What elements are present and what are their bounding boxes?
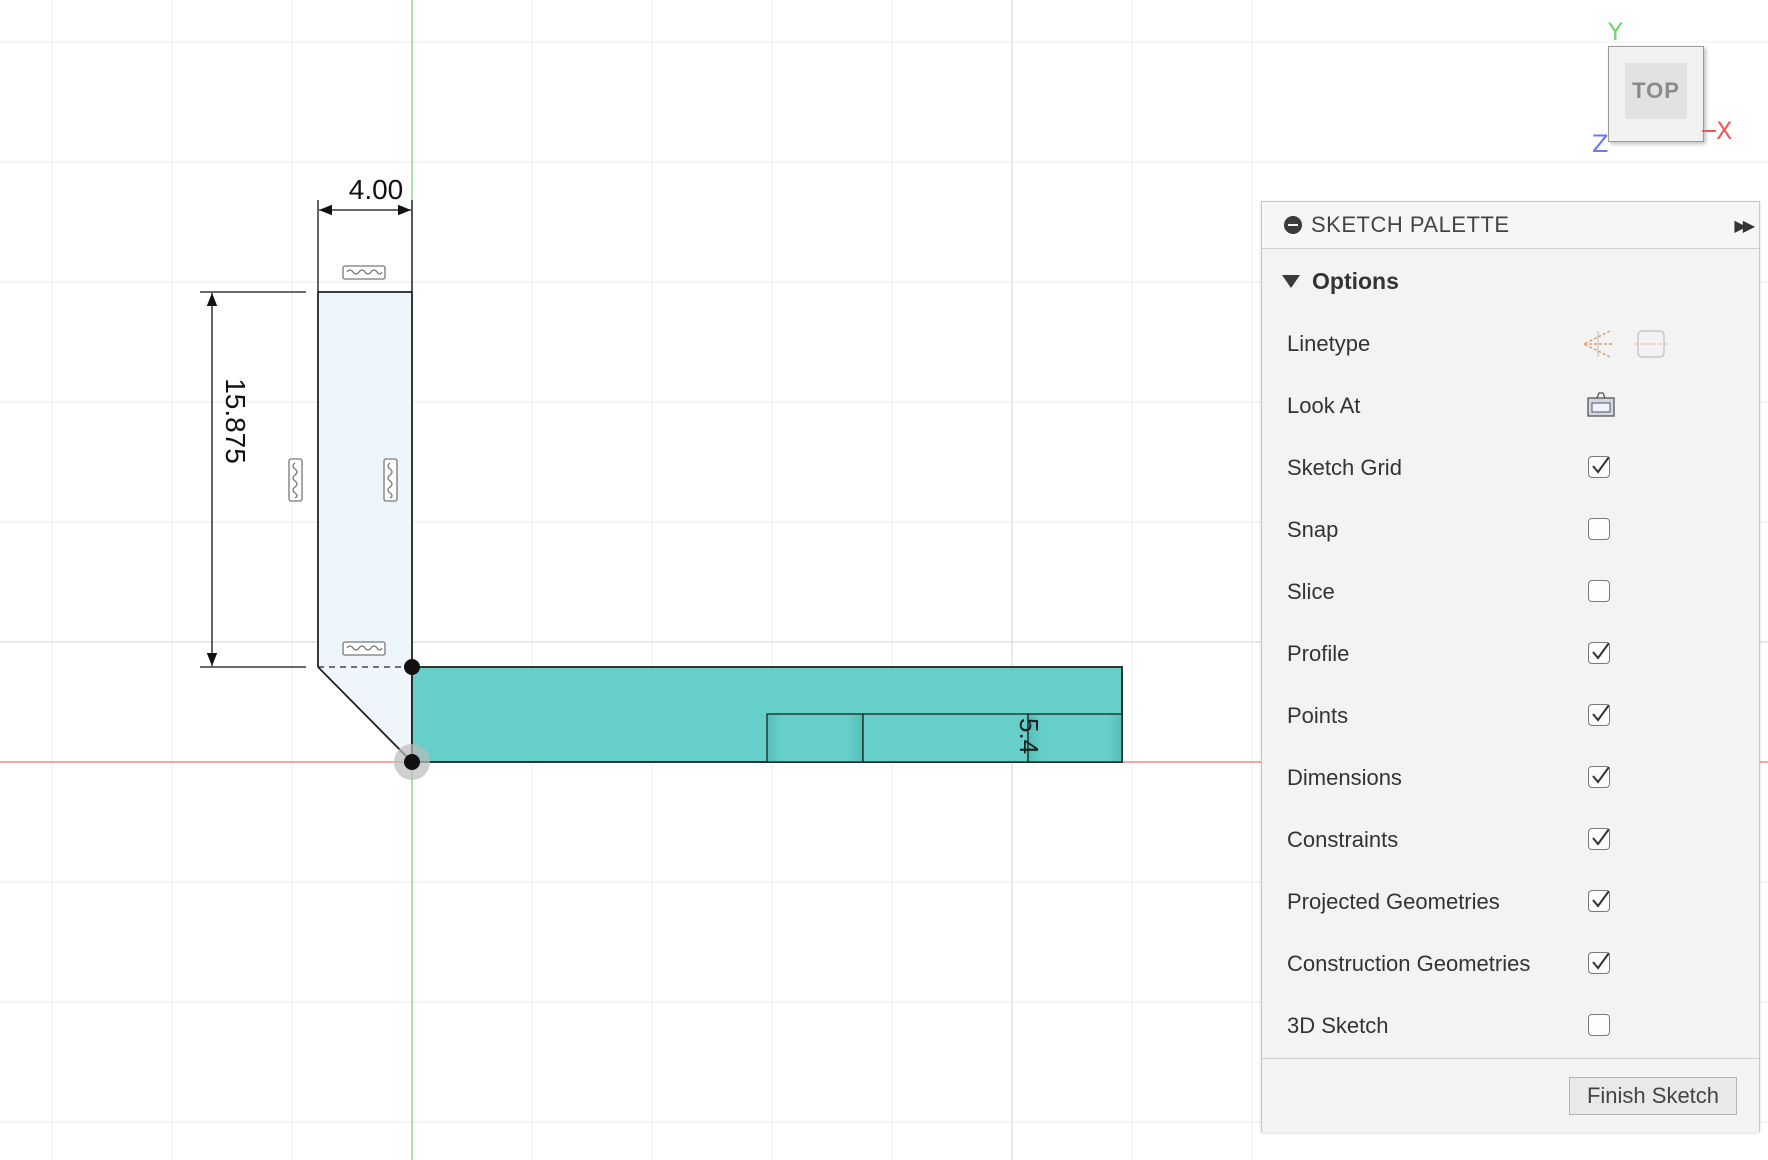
palette-row-profile: Profile — [1262, 623, 1759, 685]
axis-x-label: X — [1716, 117, 1733, 145]
row-label: Snap — [1287, 517, 1339, 542]
palette-row-linetype: Linetype — [1262, 313, 1759, 375]
axis-y-label: Y — [1608, 18, 1623, 46]
palette-row-sketch-grid: Sketch Grid — [1262, 437, 1759, 499]
view-cube-face[interactable]: TOP — [1608, 46, 1704, 142]
row-label: Construction Geometries — [1287, 951, 1531, 976]
palette-row-slice: Slice — [1262, 561, 1759, 623]
palette-row-projected-geometries: Projected Geometries — [1262, 871, 1759, 933]
points-checkbox[interactable] — [1588, 704, 1610, 726]
row-label: 3D Sketch — [1287, 1013, 1389, 1038]
dimension-width-value[interactable]: 4.00 — [349, 174, 404, 205]
vertical-profile — [318, 292, 412, 762]
horizontal-constraint-icon — [342, 641, 386, 656]
palette-row-dimensions: Dimensions — [1262, 747, 1759, 809]
3d-sketch-checkbox[interactable] — [1588, 1014, 1610, 1036]
view-cube-top-label[interactable]: TOP — [1625, 63, 1687, 119]
row-label: Look At — [1287, 393, 1361, 418]
options-section-title: Options — [1312, 267, 1399, 294]
sketch-palette: SKETCH PALETTE ▶▶ Options Linetype Look … — [1261, 201, 1760, 1132]
row-label: Points — [1287, 703, 1349, 728]
palette-row-constraints: Constraints — [1262, 809, 1759, 871]
construction-geometries-checkbox[interactable] — [1588, 952, 1610, 974]
palette-title: SKETCH PALETTE — [1311, 212, 1510, 237]
construction-linetype-icon[interactable] — [1580, 327, 1612, 359]
triangle-down-icon — [1282, 274, 1300, 288]
sketch-grid-checkbox[interactable] — [1588, 456, 1610, 478]
palette-row-points: Points — [1262, 685, 1759, 747]
row-label: Sketch Grid — [1287, 455, 1402, 480]
palette-header: SKETCH PALETTE ▶▶ — [1262, 202, 1759, 249]
vertical-constraint-icon — [383, 458, 398, 502]
row-label: Dimensions — [1287, 765, 1402, 790]
palette-row-3d-sketch: 3D Sketch — [1262, 995, 1759, 1057]
vertical-constraint-icon — [288, 458, 303, 502]
dimension-height[interactable] — [200, 291, 306, 668]
palette-row-construction-geometries: Construction Geometries — [1262, 933, 1759, 995]
row-label: Profile — [1287, 641, 1350, 666]
sketch-point-corner[interactable] — [404, 659, 420, 675]
dimension-height-value[interactable]: 15.875 — [220, 378, 251, 464]
profile-checkbox[interactable] — [1588, 642, 1610, 664]
row-label: Projected Geometries — [1287, 889, 1500, 914]
projected-geometries-checkbox[interactable] — [1588, 890, 1610, 912]
palette-row-look-at: Look At — [1262, 375, 1759, 437]
palette-row-snap: Snap — [1262, 499, 1759, 561]
row-label: Linetype — [1287, 331, 1371, 356]
dimensions-checkbox[interactable] — [1588, 766, 1610, 788]
axis-x-tick — [1702, 130, 1716, 132]
row-label: Slice — [1287, 579, 1335, 604]
row-label: Constraints — [1287, 827, 1399, 852]
palette-footer: Finish Sketch — [1262, 1058, 1759, 1132]
centerline-linetype-icon[interactable] — [1634, 327, 1668, 359]
dimension-partial[interactable]: 5.4 — [1014, 718, 1044, 754]
view-cube[interactable]: Y TOP X Z — [1590, 18, 1740, 160]
snap-checkbox[interactable] — [1588, 518, 1610, 540]
constraints-checkbox[interactable] — [1588, 828, 1610, 850]
horizontal-constraint-icon — [342, 265, 386, 280]
slot-profile-3 — [1027, 713, 1123, 763]
expand-arrows-icon[interactable]: ▶▶ — [1734, 218, 1755, 235]
options-section-toggle[interactable]: Options — [1262, 249, 1759, 313]
sketch-point-origin[interactable] — [404, 754, 420, 770]
slot-profile-1 — [766, 713, 864, 763]
slice-checkbox[interactable] — [1588, 580, 1610, 602]
collapse-icon[interactable] — [1284, 216, 1302, 234]
slot-profile-2 — [862, 713, 1029, 763]
finish-sketch-button[interactable]: Finish Sketch — [1569, 1077, 1737, 1115]
dimension-width[interactable] — [317, 200, 413, 292]
look-at-icon[interactable] — [1585, 389, 1617, 421]
chamfer-line — [317, 666, 413, 763]
axis-z-label: Z — [1592, 130, 1609, 158]
